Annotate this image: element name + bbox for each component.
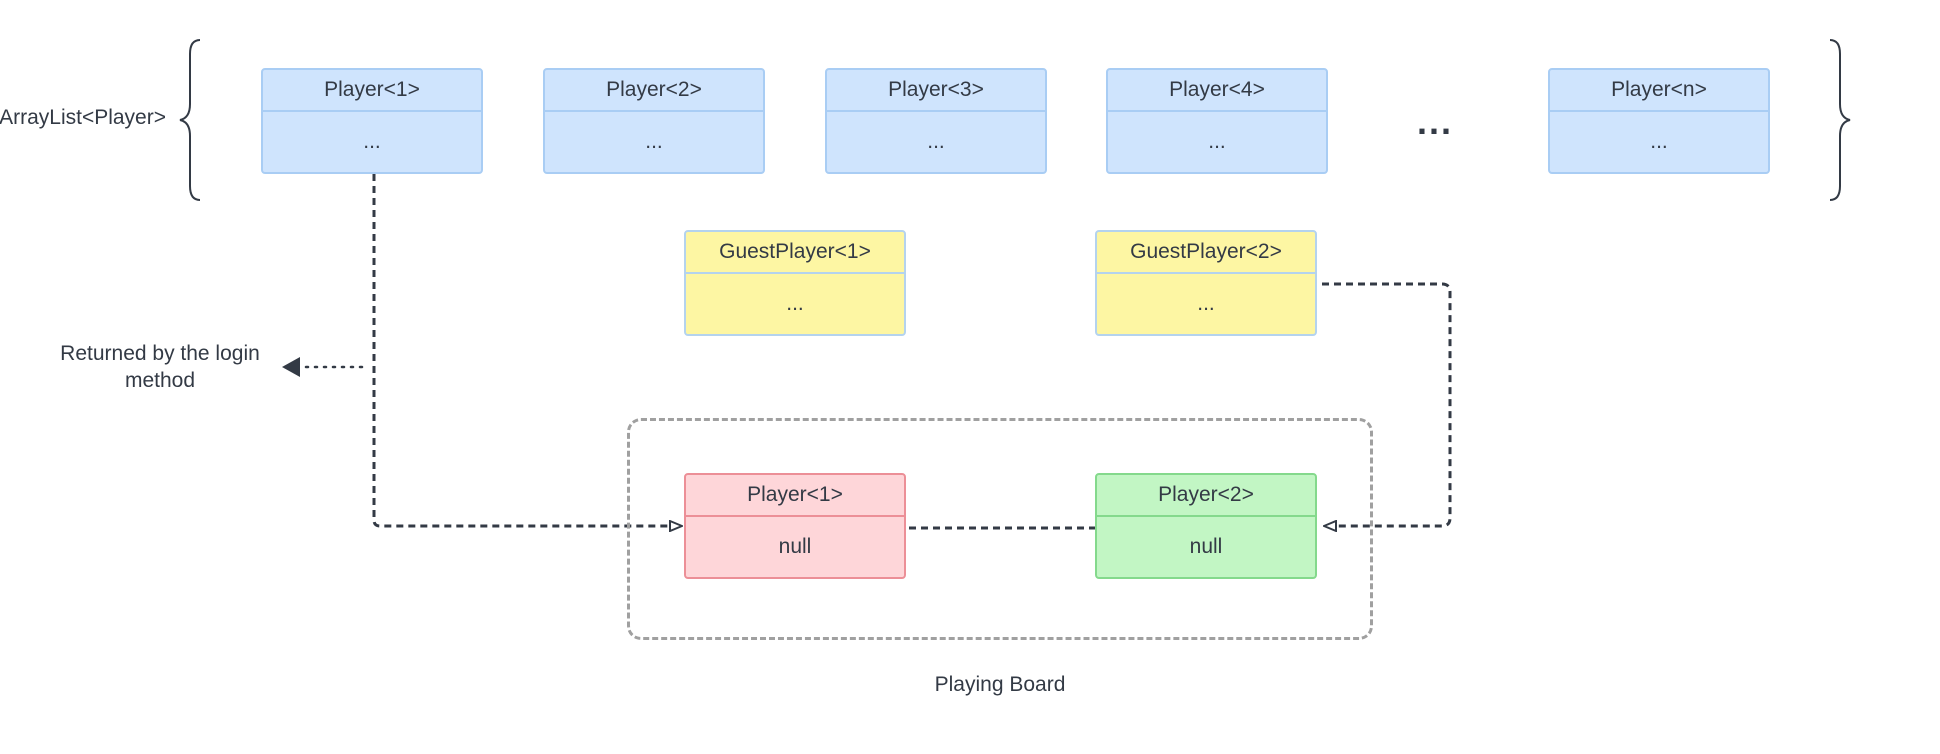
player-box-body: ... <box>363 130 381 153</box>
connector-guest2-to-slot2 <box>1322 282 1452 526</box>
player-box-title: Player<3> <box>827 70 1045 112</box>
guest-box-body: ... <box>1197 292 1215 315</box>
array-label: ArrayList<Player> <box>0 106 166 129</box>
login-arrowhead <box>282 357 300 377</box>
slot-box-body: null <box>778 535 812 558</box>
player-box-2[interactable]: Player<2> ... <box>543 68 765 174</box>
right-brace <box>1829 39 1851 201</box>
player-box-4[interactable]: Player<4> ... <box>1106 68 1328 174</box>
guest-player-box-1[interactable]: GuestPlayer<1> ... <box>684 230 906 336</box>
playing-board-label: Playing Board <box>934 673 1066 696</box>
login-note: Returned by the login method <box>40 340 280 394</box>
guest-player-box-2[interactable]: GuestPlayer<2> ... <box>1095 230 1317 336</box>
player-box-body: ... <box>927 130 945 153</box>
guest-box-title: GuestPlayer<1> <box>686 232 904 274</box>
player-box-body: ... <box>1208 130 1226 153</box>
player-box-3[interactable]: Player<3> ... <box>825 68 1047 174</box>
left-brace <box>179 39 201 201</box>
connector-player1-to-slot1 <box>372 174 682 526</box>
playing-board-group <box>627 418 1373 640</box>
guest-box-body: ... <box>786 292 804 315</box>
login-note-line1: Returned by the login <box>60 342 260 365</box>
board-slot-2[interactable]: Player<2> null <box>1095 473 1317 579</box>
guest-box-title: GuestPlayer<2> <box>1097 232 1315 274</box>
slot-box-title: Player<1> <box>686 475 904 517</box>
player-box-title: Player<n> <box>1550 70 1768 112</box>
board-slot-1[interactable]: Player<1> null <box>684 473 906 579</box>
slot-box-body: null <box>1189 535 1223 558</box>
player-box-n[interactable]: Player<n> ... <box>1548 68 1770 174</box>
player-box-1[interactable]: Player<1> ... <box>261 68 483 174</box>
player-box-body: ... <box>1650 130 1668 153</box>
players-ellipsis: ... <box>1417 101 1454 142</box>
player-box-title: Player<2> <box>545 70 763 112</box>
player-box-title: Player<1> <box>263 70 481 112</box>
player-box-title: Player<4> <box>1108 70 1326 112</box>
login-note-line2: method <box>124 369 196 392</box>
slot-box-title: Player<2> <box>1097 475 1315 517</box>
player-box-body: ... <box>645 130 663 153</box>
